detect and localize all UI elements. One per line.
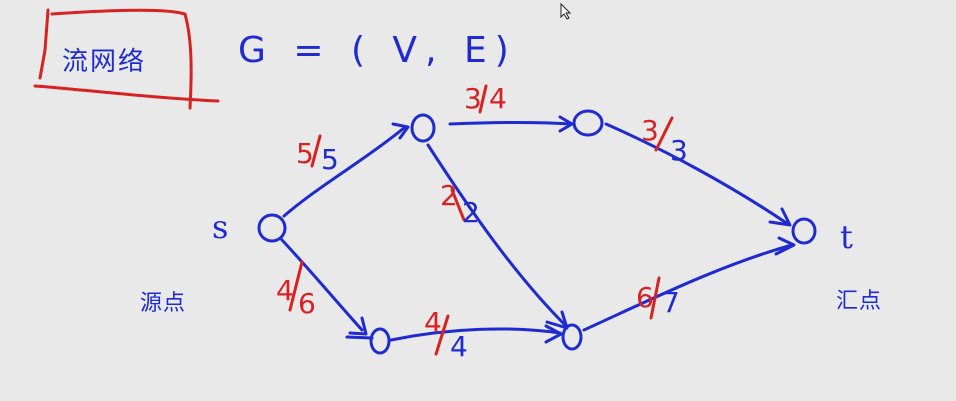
edge-c-d-capacity: 4 (450, 330, 468, 363)
edge-labels: 5 5 3 4 3 3 2 2 4 6 4 4 6 7 (276, 82, 688, 363)
edge-d-t-slash (649, 276, 661, 320)
title-text: 流网络 (62, 47, 146, 77)
mouse-pointer-icon (560, 2, 572, 20)
arrow-a-b (558, 115, 574, 133)
edge-d-t-flow: 6 (636, 281, 654, 314)
source-label: s (212, 208, 228, 246)
edge-b-t-flow: 3 (641, 114, 659, 147)
edge-s-a-capacity: 5 (321, 143, 339, 176)
source-note: 源点 (140, 291, 186, 316)
edge-s-c-slash (288, 260, 304, 312)
edge-a-d-flow: 2 (440, 179, 458, 212)
arrow-c-d (544, 324, 563, 344)
edge-d-t (582, 243, 794, 332)
edge-a-b-slash (478, 84, 488, 114)
edge-s-c-capacity: 6 (298, 287, 316, 320)
title-box: 流网络 (33, 8, 220, 110)
arrow-s-c (348, 316, 368, 336)
node-a (410, 113, 436, 143)
edge-s-c-tail (345, 335, 374, 340)
edge-b-t-capacity: 3 (670, 134, 688, 167)
arrow-s-a (391, 122, 410, 140)
edge-c-d-slash (434, 314, 450, 356)
edge-s-c-flow: 4 (276, 274, 294, 307)
node-c (369, 327, 391, 355)
node-source (257, 213, 287, 243)
formula-text: G = ( V, E) (238, 30, 517, 71)
edge-s-a-slash (310, 134, 322, 168)
edge-c-d-flow: 4 (424, 306, 442, 339)
edge-s-a-flow: 5 (296, 137, 314, 170)
node-d (561, 323, 583, 351)
edge-b-t-slash (654, 116, 674, 152)
node-b (572, 109, 604, 137)
arrow-b-t (768, 207, 792, 227)
title-box-right-stroke (50, 8, 193, 110)
edge-s-c (280, 238, 364, 332)
sink-note: 汇点 (836, 289, 882, 314)
graph-edges (280, 115, 796, 344)
title-box-bottom-stroke (33, 84, 220, 103)
edge-a-b (448, 121, 572, 126)
edge-d-t-capacity: 7 (662, 286, 680, 319)
edge-a-d (426, 143, 568, 328)
arrow-a-d (545, 310, 569, 330)
edge-a-d-slash (450, 188, 466, 222)
edge-c-d (389, 327, 562, 342)
edge-b-t (604, 122, 790, 226)
sink-label: t (840, 218, 853, 256)
graph-nodes (257, 109, 817, 355)
edge-a-b-capacity: 4 (489, 82, 507, 115)
edge-a-d-capacity: 2 (462, 196, 480, 229)
arrow-d-t (774, 236, 796, 256)
node-sink (791, 217, 817, 245)
title-box-left-stroke (38, 8, 50, 80)
edge-a-b-flow: 3 (464, 82, 482, 115)
edge-s-a (282, 126, 406, 218)
